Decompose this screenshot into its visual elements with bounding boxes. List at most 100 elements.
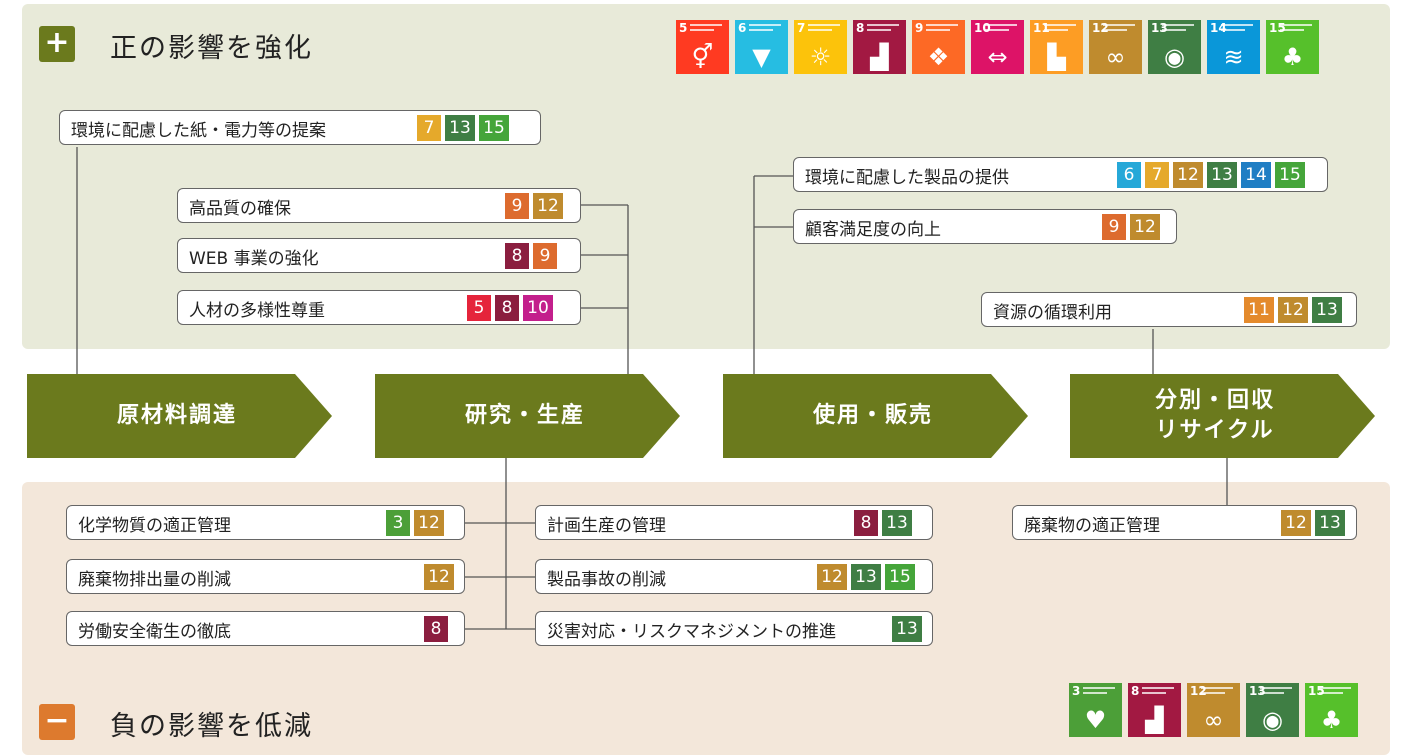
sdg-tile-number: 6	[738, 21, 747, 35]
sdg-goal-chip: 12	[1130, 214, 1160, 240]
equality-arrows-icon: 10⇔	[971, 20, 1024, 74]
cubes-icon: 9❖	[912, 20, 965, 74]
growth-chart-icon-glyph: ▟	[1145, 706, 1164, 734]
tree-land-icon-glyph: ♣	[1320, 706, 1343, 734]
tree-land-icon: 15♣	[1266, 20, 1319, 74]
infinity-icon: 12∞	[1187, 683, 1240, 737]
sdg-goal-chip: 13	[892, 616, 922, 642]
eye-earth-icon-glyph: ◉	[1164, 43, 1185, 71]
sun-icon-glyph: ☼	[809, 43, 832, 71]
gender-equality-icon: 5⚥	[676, 20, 729, 74]
fish-waves-icon: 14≋	[1207, 20, 1260, 74]
sdg-goal-chip: 13	[1312, 297, 1342, 323]
sdg-goal-chip: 12	[533, 193, 563, 219]
sdg-goal-chip: 15	[885, 564, 915, 590]
item-waste-reduction: 廃棄物排出量の削減 12	[66, 559, 465, 594]
stage-use-sales: 使用・販売	[723, 374, 1031, 458]
heartbeat-icon: 3♥	[1069, 683, 1122, 737]
water-drop-icon-glyph: ▼	[752, 43, 771, 71]
sdg-goal-chip: 12	[1173, 162, 1203, 188]
item-label: 化学物質の適正管理	[78, 516, 231, 536]
minus-icon: −	[39, 704, 75, 740]
city-buildings-icon-glyph: ▙	[1047, 43, 1066, 71]
sdg-goal-chip: 3	[386, 510, 410, 536]
sdg-tile-number: 5	[679, 21, 688, 35]
item-label: 顧客満足度の向上	[805, 220, 941, 240]
sdg-goal-chip: 12	[414, 510, 444, 536]
heartbeat-icon-glyph: ♥	[1084, 706, 1107, 734]
plus-icon: +	[39, 26, 75, 62]
sdg-goal-chip: 5	[467, 295, 491, 321]
eye-earth-icon: 13◉	[1148, 20, 1201, 74]
sdg-tile-number: 3	[1072, 684, 1081, 698]
infinity-icon: 12∞	[1089, 20, 1142, 74]
sdg-tile-number: 8	[856, 21, 865, 35]
item-label: 資源の循環利用	[993, 303, 1112, 323]
growth-chart-icon-glyph: ▟	[870, 43, 889, 71]
cubes-icon-glyph: ❖	[927, 43, 950, 71]
sdg-tile-number: 9	[915, 21, 924, 35]
sdg-goal-chip: 12	[1281, 510, 1311, 536]
sdg-goal-chip: 10	[523, 295, 553, 321]
stage-label-line1: 使用・販売	[812, 403, 933, 428]
sdg-goal-chip: 13	[882, 510, 912, 536]
item-label: 高品質の確保	[189, 199, 291, 219]
item-label: 廃棄物の適正管理	[1024, 516, 1160, 536]
sdg-goal-chip: 14	[1241, 162, 1271, 188]
item-label: 労働安全衛生の徹底	[78, 622, 231, 642]
sdg-goal-chip: 13	[1315, 510, 1345, 536]
growth-chart-icon: 8▟	[853, 20, 906, 74]
item-label: 人材の多様性尊重	[189, 301, 325, 321]
tree-land-icon: 15♣	[1305, 683, 1358, 737]
item-label: WEB 事業の強化	[189, 249, 319, 269]
sdg-goal-chip: 15	[1275, 162, 1305, 188]
stage-raw-material-procurement: 原材料調達	[27, 374, 335, 458]
sdg-goal-chip: 13	[1207, 162, 1237, 188]
positive-section-title: 正の影響を強化	[110, 33, 313, 64]
sdg-goal-chip: 8	[505, 243, 529, 269]
sdg-goal-chip: 12	[424, 564, 454, 590]
item-label: 環境に配慮した製品の提供	[805, 168, 1009, 188]
growth-chart-icon: 8▟	[1128, 683, 1181, 737]
item-label: 災害対応・リスクマネジメントの推進	[547, 622, 836, 642]
sdg-tile-number: 7	[797, 21, 806, 35]
item-label: 環境に配慮した紙・電力等の提案	[71, 121, 326, 141]
tree-land-icon-glyph: ♣	[1281, 43, 1304, 71]
sdg-goal-chip: 13	[851, 564, 881, 590]
sdg-goal-chip: 15	[479, 115, 509, 141]
sdg-goal-chip: 7	[417, 115, 441, 141]
city-buildings-icon: 11▙	[1030, 20, 1083, 74]
item-label: 廃棄物排出量の削減	[78, 570, 231, 590]
sdg-goal-chip: 7	[1145, 162, 1169, 188]
fish-waves-icon-glyph: ≋	[1223, 43, 1244, 71]
sdg-goal-chip: 8	[424, 616, 448, 642]
sdg-goal-chip: 8	[495, 295, 519, 321]
sdg-goal-chip: 12	[1278, 297, 1308, 323]
negative-section-title: 負の影響を低減	[110, 711, 313, 742]
sdg-goal-chip: 6	[1117, 162, 1141, 188]
stage-research-production: 研究・生産	[375, 374, 683, 458]
sdg-goal-chip: 11	[1244, 297, 1274, 323]
sdg-goal-chip: 12	[817, 564, 847, 590]
stage-collection-recycling: 分別・回収 リサイクル	[1070, 374, 1378, 458]
stage-label-line2: リサイクル	[1155, 418, 1275, 443]
infinity-icon-glyph: ∞	[1203, 706, 1224, 734]
infinity-icon-glyph: ∞	[1105, 43, 1126, 71]
sdg-tile-number: 8	[1131, 684, 1140, 698]
sdg-goal-chip: 8	[854, 510, 878, 536]
water-drop-icon: 6▼	[735, 20, 788, 74]
equality-arrows-icon-glyph: ⇔	[987, 43, 1008, 71]
sdg-goal-chip: 9	[533, 243, 557, 269]
stage-label-line1: 分別・回収	[1154, 388, 1275, 413]
